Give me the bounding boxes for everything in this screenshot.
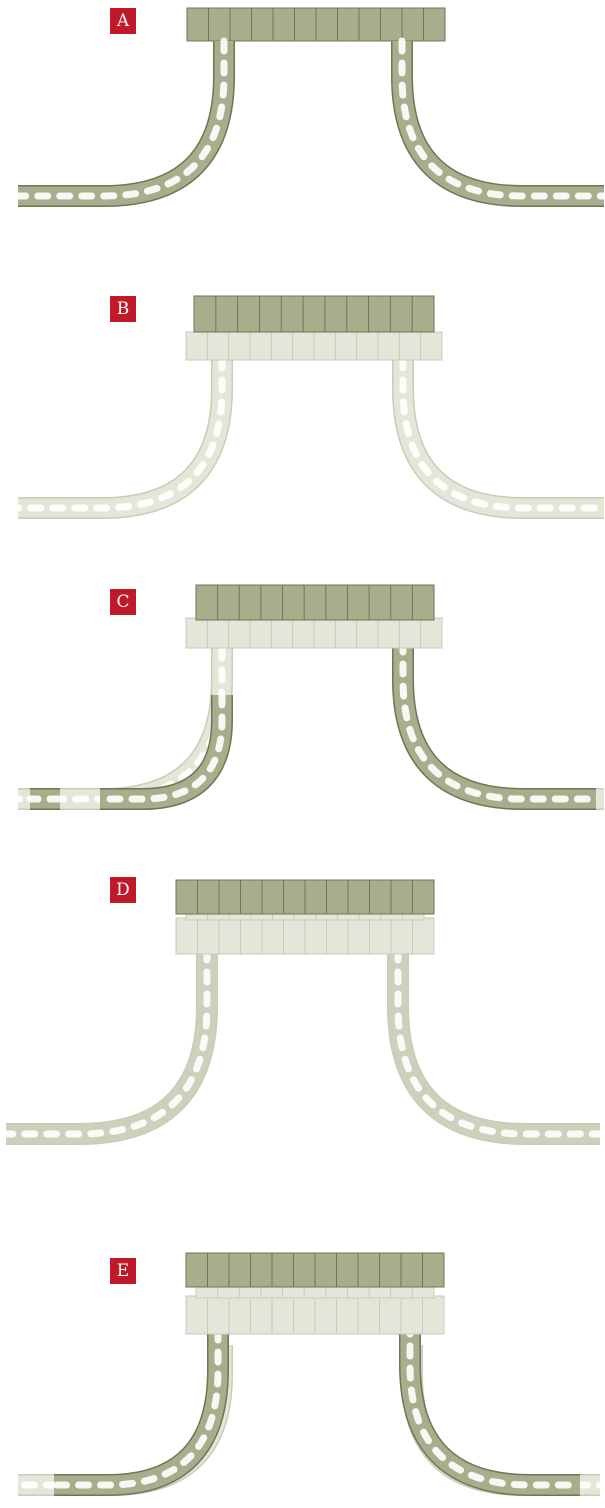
- chain-left: [6, 950, 207, 1134]
- chain-body: [18, 41, 224, 196]
- chain-body: [6, 950, 207, 1134]
- chain-right: [398, 950, 600, 1134]
- segmented-bar: [194, 296, 434, 332]
- segmented-bar: [186, 618, 442, 648]
- chain-right: [403, 358, 604, 508]
- chain-body: [18, 358, 222, 508]
- segmented-bar: [176, 880, 434, 914]
- segmented-bar: [176, 918, 434, 954]
- segmented-bar: [186, 1253, 444, 1287]
- chain-diagram-d: [0, 870, 605, 1170]
- panel-b: B: [0, 290, 605, 590]
- chain-left: [18, 41, 224, 196]
- chain-body: [54, 1330, 218, 1485]
- bar-body: [196, 585, 434, 620]
- segmented-bar: [196, 585, 434, 620]
- chain-diagram-a: [0, 0, 605, 300]
- chain-right: [402, 41, 604, 196]
- chain-diagram-b: [0, 290, 605, 590]
- chain-left: [18, 358, 222, 508]
- bar-body: [194, 296, 434, 332]
- chain-diagram-c: [0, 580, 605, 880]
- panel-d: D: [0, 870, 605, 1170]
- chain-body: [403, 358, 604, 508]
- panel-c: C: [0, 580, 605, 880]
- panel-e: E: [0, 1250, 605, 1508]
- chain-body: [398, 950, 600, 1134]
- chain-left-active: [54, 1330, 218, 1485]
- segmented-bar: [187, 8, 445, 41]
- segmented-bar: [186, 1296, 444, 1334]
- segmented-bar: [186, 332, 442, 360]
- chain-body: [402, 41, 604, 196]
- panel-a: A: [0, 0, 605, 300]
- chain-diagram-e: [0, 1250, 605, 1508]
